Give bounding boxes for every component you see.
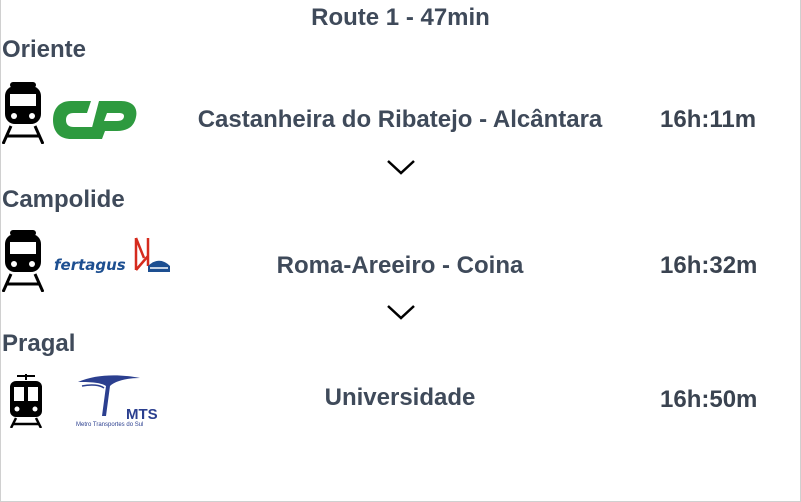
mts-subtitle: Metro Transportes do Sul (76, 422, 144, 428)
departure-time: 16h:32m (660, 252, 758, 279)
station-pragal: Pragal (2, 330, 76, 357)
chevron-down-icon[interactable] (385, 158, 417, 176)
mts-wordmark: MTS (126, 406, 158, 423)
chevron-down-icon[interactable] (385, 303, 417, 321)
fertagus-wordmark: fertagus (54, 256, 126, 274)
line-name: Castanheira do Ribatejo - Alcântara (197, 106, 603, 133)
departure-time: 16h:50m (660, 386, 758, 413)
route-title: Route 1 - 47min (311, 4, 490, 31)
line-name: Universidade (324, 384, 476, 411)
fertagus-logo: fertagus (54, 236, 172, 278)
departure-time: 16h:11m (660, 106, 757, 133)
train-icon (1, 230, 45, 297)
station-oriente: Oriente (2, 36, 87, 63)
tram-icon (8, 374, 44, 433)
station-campolide: Campolide (2, 186, 125, 213)
train-icon (1, 82, 45, 149)
line-name: Roma-Areeiro - Coina (276, 252, 524, 279)
cp-logo (49, 95, 139, 150)
mts-logo: MTS Metro Transportes do Sul (74, 372, 170, 430)
